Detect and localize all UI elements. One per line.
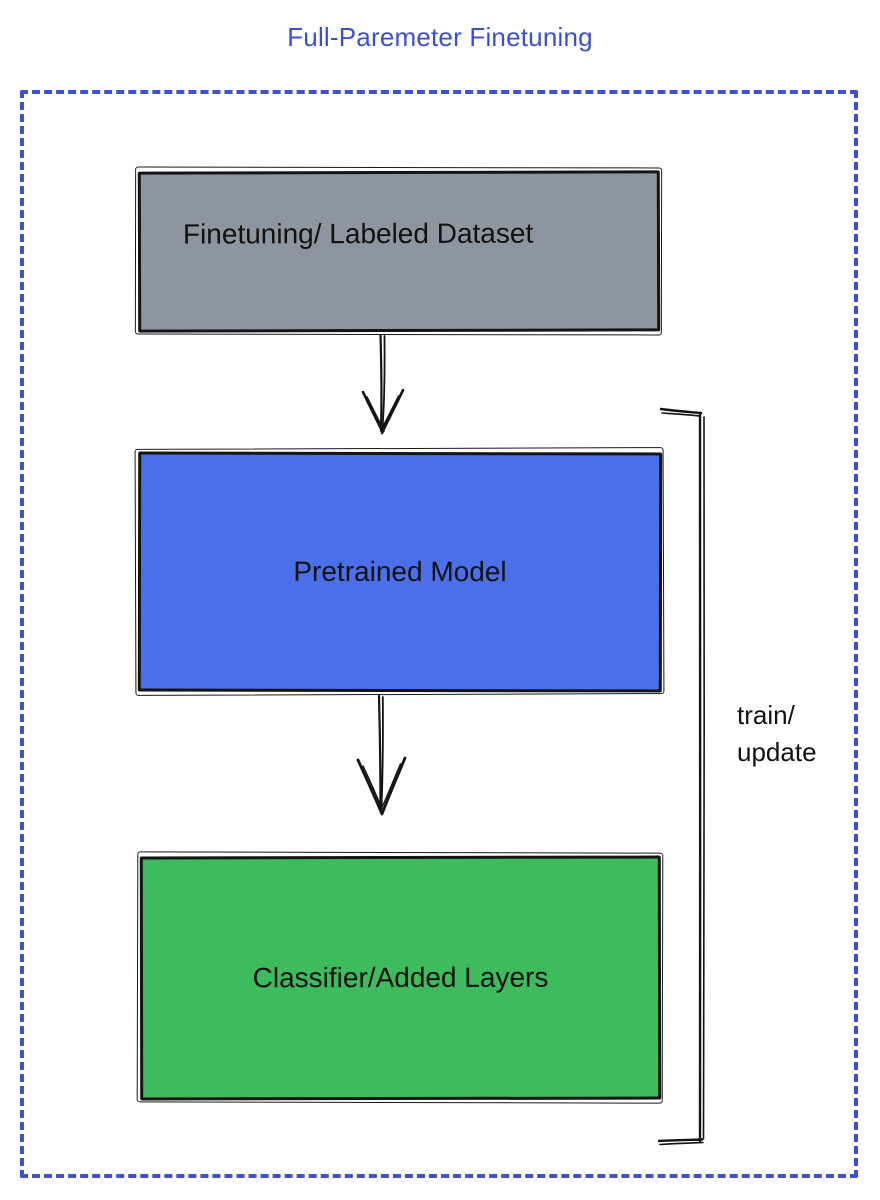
pretrained-model-box-label: Pretrained Model [293,555,507,588]
diagram-title: Full-Paremeter Finetuning [287,22,593,52]
classifier-box: Classifier/Added Layers [139,855,662,1101]
train-update-label-line1: train/ [737,700,795,730]
dataset-box-label: Finetuning/ Labeled Dataset [182,217,534,250]
dataset-box: Finetuning/ Labeled Dataset [137,170,661,333]
classifier-box-label: Classifier/Added Layers [252,961,549,994]
train-update-label-line2: update [737,737,817,767]
train-update-label: train/ update [737,697,817,771]
pretrained-model-box: Pretrained Model [137,451,663,693]
dotted-frame [20,90,858,1178]
